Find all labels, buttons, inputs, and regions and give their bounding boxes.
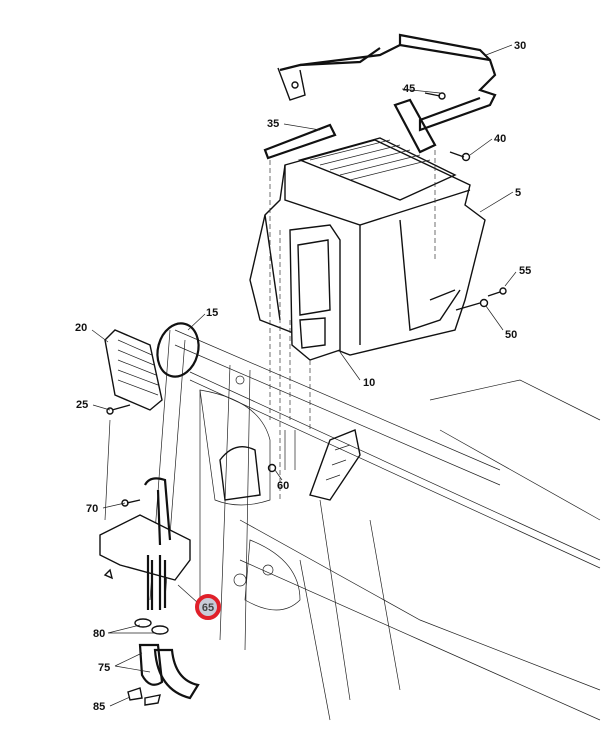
callout-65[interactable]: 65: [202, 602, 214, 614]
leader-lines: [91, 44, 517, 707]
callout-45[interactable]: 45: [403, 83, 415, 95]
part-25-screw: [106, 404, 131, 415]
part-85-clip: [127, 687, 161, 706]
callout-50[interactable]: 50: [505, 329, 517, 341]
callout-65-highlight[interactable]: 65: [195, 594, 221, 620]
body-panel: [104, 329, 601, 721]
callout-10[interactable]: 10: [363, 377, 375, 389]
part-5-hvac-module: [249, 137, 486, 361]
part-70-screw: [121, 499, 141, 507]
callout-40[interactable]: 40: [494, 133, 506, 145]
callout-60[interactable]: 60: [277, 480, 289, 492]
part-50-55-fasteners: [455, 287, 507, 311]
part-80-clamps: [134, 618, 169, 635]
part-15-seal: [156, 322, 200, 378]
callout-85[interactable]: 85: [93, 701, 105, 713]
callout-30[interactable]: 30: [514, 40, 526, 52]
callout-20[interactable]: 20: [75, 322, 87, 334]
part-35-strip: [263, 123, 337, 160]
guide-lines: [269, 150, 436, 500]
callout-55[interactable]: 55: [519, 265, 531, 277]
callout-15[interactable]: 15: [206, 307, 218, 319]
part-10-door: [289, 224, 341, 361]
part-65-heater-pipes: [99, 477, 191, 610]
part-75-hoses: [138, 643, 200, 700]
callout-25[interactable]: 25: [76, 399, 88, 411]
callout-75[interactable]: 75: [98, 662, 110, 674]
part-40-bracket: [393, 98, 471, 162]
part-20-grille: [104, 329, 163, 411]
callout-5[interactable]: 5: [515, 187, 521, 199]
callout-80[interactable]: 80: [93, 628, 105, 640]
callout-35[interactable]: 35: [267, 118, 279, 130]
part-45-screw: [424, 92, 446, 100]
part-60-screw: [267, 463, 277, 473]
callout-70[interactable]: 70: [86, 503, 98, 515]
part-30-bracket: [277, 33, 497, 132]
